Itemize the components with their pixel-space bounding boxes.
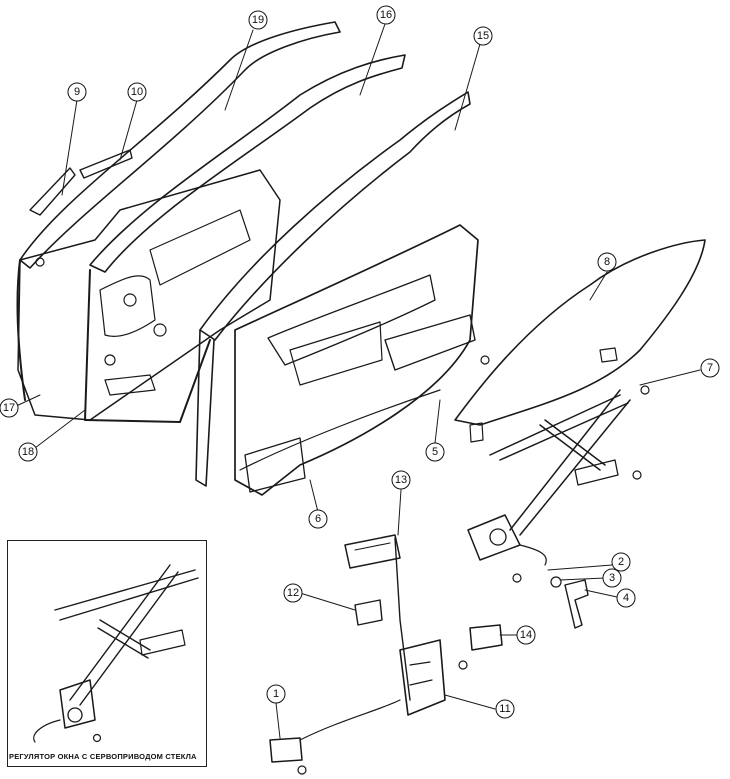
callout-11-label: 11 bbox=[499, 703, 510, 715]
callout-5: 5 bbox=[425, 442, 445, 462]
window-regulator-7 bbox=[489, 394, 629, 461]
lock-rod-12 bbox=[354, 599, 383, 626]
callout-8-label: 8 bbox=[604, 256, 610, 268]
callout-14-label: 14 bbox=[520, 629, 532, 641]
callout-10-label: 10 bbox=[131, 86, 143, 98]
callout-4: 4 bbox=[616, 588, 636, 608]
callout-6: 6 bbox=[308, 509, 328, 529]
callout-6-label: 6 bbox=[315, 513, 321, 525]
callout-17: 17 bbox=[0, 398, 19, 418]
switch-1 bbox=[269, 737, 303, 763]
belt-molding-10 bbox=[79, 149, 133, 179]
callout-16-label: 16 bbox=[380, 9, 392, 21]
window-glass-8 bbox=[454, 239, 706, 426]
callout-12: 12 bbox=[283, 583, 303, 603]
inner-handle-13 bbox=[344, 534, 401, 569]
callout-13-label: 13 bbox=[395, 474, 407, 486]
callout-2-label: 2 bbox=[618, 556, 624, 568]
callout-5-label: 5 bbox=[432, 446, 438, 458]
callout-13: 13 bbox=[391, 470, 411, 490]
outer-weatherstrip-19 bbox=[19, 21, 341, 269]
run-channel-15 bbox=[199, 91, 471, 341]
callout-8: 8 bbox=[597, 252, 617, 272]
callout-9: 9 bbox=[67, 82, 87, 102]
callout-18: 18 bbox=[18, 442, 38, 462]
callout-4-label: 4 bbox=[623, 592, 629, 604]
callout-1-label: 1 bbox=[273, 688, 279, 700]
callout-3: 3 bbox=[602, 568, 622, 588]
door-lock-11 bbox=[399, 639, 446, 716]
callout-10: 10 bbox=[127, 82, 147, 102]
power-regulator-drawing bbox=[33, 564, 199, 743]
callout-7: 7 bbox=[700, 358, 720, 378]
callout-19: 19 bbox=[248, 10, 268, 30]
door-weatherstrip-16 bbox=[89, 54, 406, 273]
callout-9-label: 9 bbox=[74, 86, 80, 98]
power-regulator-inset-frame bbox=[7, 540, 207, 767]
callout-11: 11 bbox=[495, 699, 515, 719]
callout-7-label: 7 bbox=[707, 362, 713, 374]
callout-16: 16 bbox=[376, 5, 396, 25]
callout-3-label: 3 bbox=[609, 572, 615, 584]
corner-trim-9 bbox=[29, 167, 76, 216]
callout-2: 2 bbox=[611, 552, 631, 572]
callout-15-label: 15 bbox=[477, 30, 489, 42]
callout-14: 14 bbox=[516, 625, 536, 645]
inset-caption: РЕГУЛЯТОР ОКНА С СЕРВОПРИВОДОМ СТЕКЛА bbox=[9, 752, 197, 761]
callout-18-label: 18 bbox=[22, 446, 34, 458]
crank-handle-4 bbox=[564, 579, 589, 629]
callout-12-label: 12 bbox=[287, 587, 299, 599]
interior-trim-panel bbox=[234, 224, 479, 496]
callout-17-label: 17 bbox=[3, 402, 15, 414]
striker-14 bbox=[469, 624, 503, 651]
callout-1: 1 bbox=[266, 684, 286, 704]
callout-15: 15 bbox=[473, 26, 493, 46]
callout-19-label: 19 bbox=[252, 14, 264, 26]
